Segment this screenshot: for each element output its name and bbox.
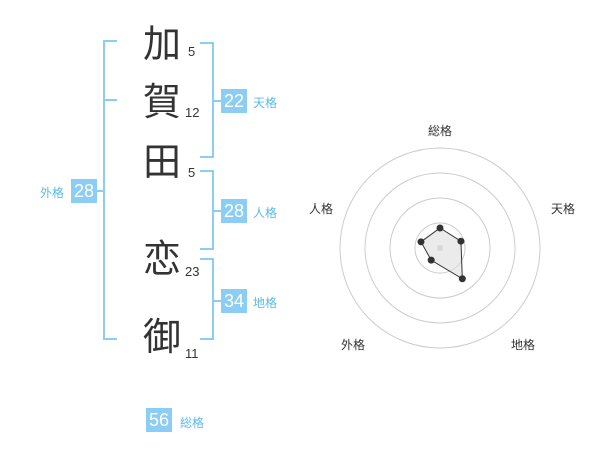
name-char-1: 加 — [143, 22, 182, 66]
jinkaku-badge: 28 — [221, 199, 248, 223]
radar-axis-label-jinkaku: 人格 — [309, 202, 334, 216]
radar-axis-label-tenkaku: 天格 — [551, 202, 576, 216]
radar-axis-label-chikaku: 地格 — [511, 338, 536, 352]
chikaku-badge: 34 — [221, 289, 248, 313]
radar-ring-4 — [339, 147, 541, 349]
gaikaku-badge: 28 — [71, 179, 98, 203]
soukaku-label: 総格 — [180, 416, 205, 430]
radar-ring-1 — [414, 222, 466, 274]
gaikaku-label: 外格 — [40, 186, 65, 200]
name-char-5: 御 — [143, 315, 182, 359]
radar-point-3 — [427, 256, 435, 264]
radar-point-1 — [457, 237, 465, 245]
stroke-count-1: 5 — [188, 44, 196, 59]
stroke-count-3: 5 — [188, 165, 196, 180]
gaikaku-bracket-mid — [103, 99, 117, 101]
tenkaku-label: 天格 — [253, 96, 278, 110]
jinkaku-tick — [212, 210, 221, 212]
jinkaku-label: 人格 — [253, 206, 278, 220]
name-char-3: 田 — [143, 140, 182, 184]
chikaku-bracket — [200, 258, 214, 340]
chikaku-label: 地格 — [253, 296, 278, 310]
radar-ring-3 — [364, 172, 516, 324]
radar-point-2 — [458, 275, 466, 283]
radar-axis-label-soukaku: 総格 — [428, 124, 453, 138]
radar-series-polygon — [420, 227, 463, 280]
name-char-2: 賀 — [143, 80, 182, 124]
gaikaku-tick — [96, 190, 105, 192]
chikaku-tick — [212, 300, 221, 302]
tenkaku-badge: 22 — [221, 89, 248, 113]
radar-ring-2 — [389, 197, 491, 299]
radar-axis-label-gaikaku: 外格 — [341, 338, 366, 352]
radar-point-4 — [417, 238, 425, 246]
stroke-count-4: 23 — [185, 264, 200, 279]
stroke-count-2: 12 — [185, 105, 200, 120]
name-char-4: 恋 — [143, 237, 182, 281]
tenkaku-tick — [212, 100, 221, 102]
radar-point-0 — [436, 224, 444, 232]
stroke-count-5: 11 — [185, 346, 199, 361]
soukaku-badge: 56 — [146, 408, 173, 432]
